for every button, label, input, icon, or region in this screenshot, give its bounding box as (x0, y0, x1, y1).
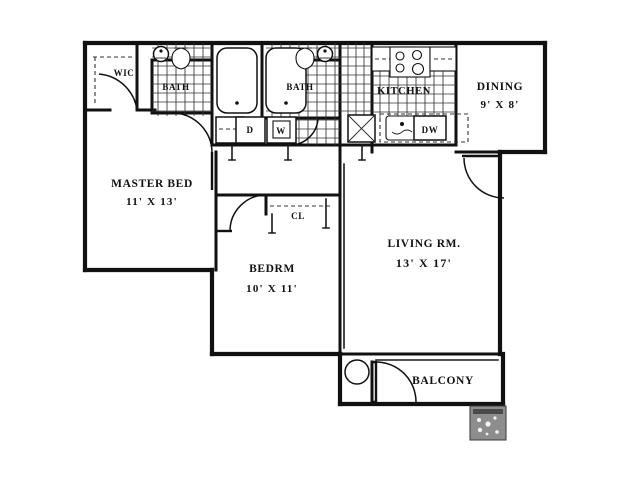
bedroom: CL BEDRM 10' X 11' (214, 150, 342, 295)
room-label-bedroom: BEDRM (249, 263, 295, 275)
bathtub-left-drain (235, 101, 239, 105)
room-label-wic: WIC (114, 68, 135, 78)
bathtub-right-drain (284, 101, 288, 105)
watermark-stamp (469, 405, 507, 441)
room-label-living-room: LIVING RM. (387, 238, 460, 250)
balcony: BALCONY (344, 359, 499, 404)
wic-room: WIC (93, 56, 139, 111)
room-dimensions-master-bed: 11' X 13' (126, 196, 178, 208)
water-heater-x-mark (347, 114, 376, 143)
dryer-unit (235, 116, 266, 144)
toilet-right-icon (295, 47, 315, 70)
laundry-vent-left (228, 144, 236, 161)
sink-bath-right-icon (316, 45, 334, 63)
dining-room: DINING 9' X 8' (454, 81, 523, 199)
bath-right-fixtures: BATH (265, 45, 334, 146)
balcony-door-swing (375, 361, 417, 403)
burner-2 (411, 49, 423, 61)
washer-drum (272, 120, 291, 139)
balcony-door-leaf (372, 360, 378, 404)
watermark-speck-1 (477, 418, 481, 422)
room-dimensions-dining: 9' X 8' (481, 99, 520, 111)
water-heater-unit (347, 114, 376, 161)
laundry-appliances: D W (215, 116, 297, 161)
dishwasher-unit (413, 115, 447, 141)
room-dimensions-bedroom: 10' X 11' (246, 283, 298, 295)
dishwasher-label: DW (422, 125, 439, 135)
entry-door-swing (463, 157, 505, 199)
burner-3 (395, 63, 405, 73)
room-label-closet: CL (291, 211, 305, 221)
toilet-left-icon (171, 47, 191, 70)
master-bedroom: MASTER BED 11' X 13' (111, 111, 214, 208)
tile-hatching-hall (340, 43, 372, 118)
room-label-balcony: BALCONY (412, 375, 474, 387)
bath-right-door-swing (289, 116, 319, 146)
kitchen-sink-drain (400, 122, 404, 126)
closet-hanger-right (322, 198, 330, 229)
bathtub-left-icon (216, 47, 258, 114)
sink-bath-right-faucet (323, 49, 327, 53)
watermark-speck-4 (493, 416, 497, 420)
master-bed-door-swing (173, 112, 213, 153)
watermark-speck-2 (485, 421, 491, 427)
bath-left-fixtures: BATH (152, 45, 258, 114)
room-label-master-bed: MASTER BED (111, 178, 193, 190)
watermark-speck-6 (485, 432, 489, 436)
sink-bath-left-icon (152, 45, 170, 63)
room-dimensions-living-room: 13' X 17' (396, 256, 452, 270)
watermark-bar (473, 409, 503, 414)
kitchen-counter-outline (379, 113, 469, 143)
room-label-dining: DINING (477, 81, 523, 93)
bathtub-right-icon (265, 47, 307, 114)
closet-hanger-left (268, 213, 276, 234)
room-label-bath-right: BATH (286, 82, 313, 92)
water-heater-vent (358, 144, 366, 161)
laundry-vent-right (284, 144, 292, 161)
watermark-speck-5 (495, 430, 499, 434)
sink-bath-left-faucet (159, 49, 163, 53)
kitchen-room: DW KITCHEN (371, 46, 469, 143)
burner-4 (411, 62, 425, 76)
watermark-speck-3 (477, 427, 483, 433)
room-label-bath-left: BATH (162, 82, 189, 92)
room-label-kitchen: KITCHEN (377, 86, 431, 97)
living-room: LIVING RM. 13' X 17' (338, 150, 502, 356)
washer-label: W (276, 126, 286, 136)
burner-1 (395, 51, 405, 61)
kitchen-sink-bowl-line (391, 129, 413, 135)
bedroom-door-swing (229, 194, 267, 232)
wic-door-swing-arc (98, 73, 138, 111)
exterior-walls (82, 40, 548, 407)
ac-unit-icon (344, 359, 370, 385)
dryer-label: D (246, 125, 253, 135)
kitchen-range-icon (389, 46, 431, 78)
